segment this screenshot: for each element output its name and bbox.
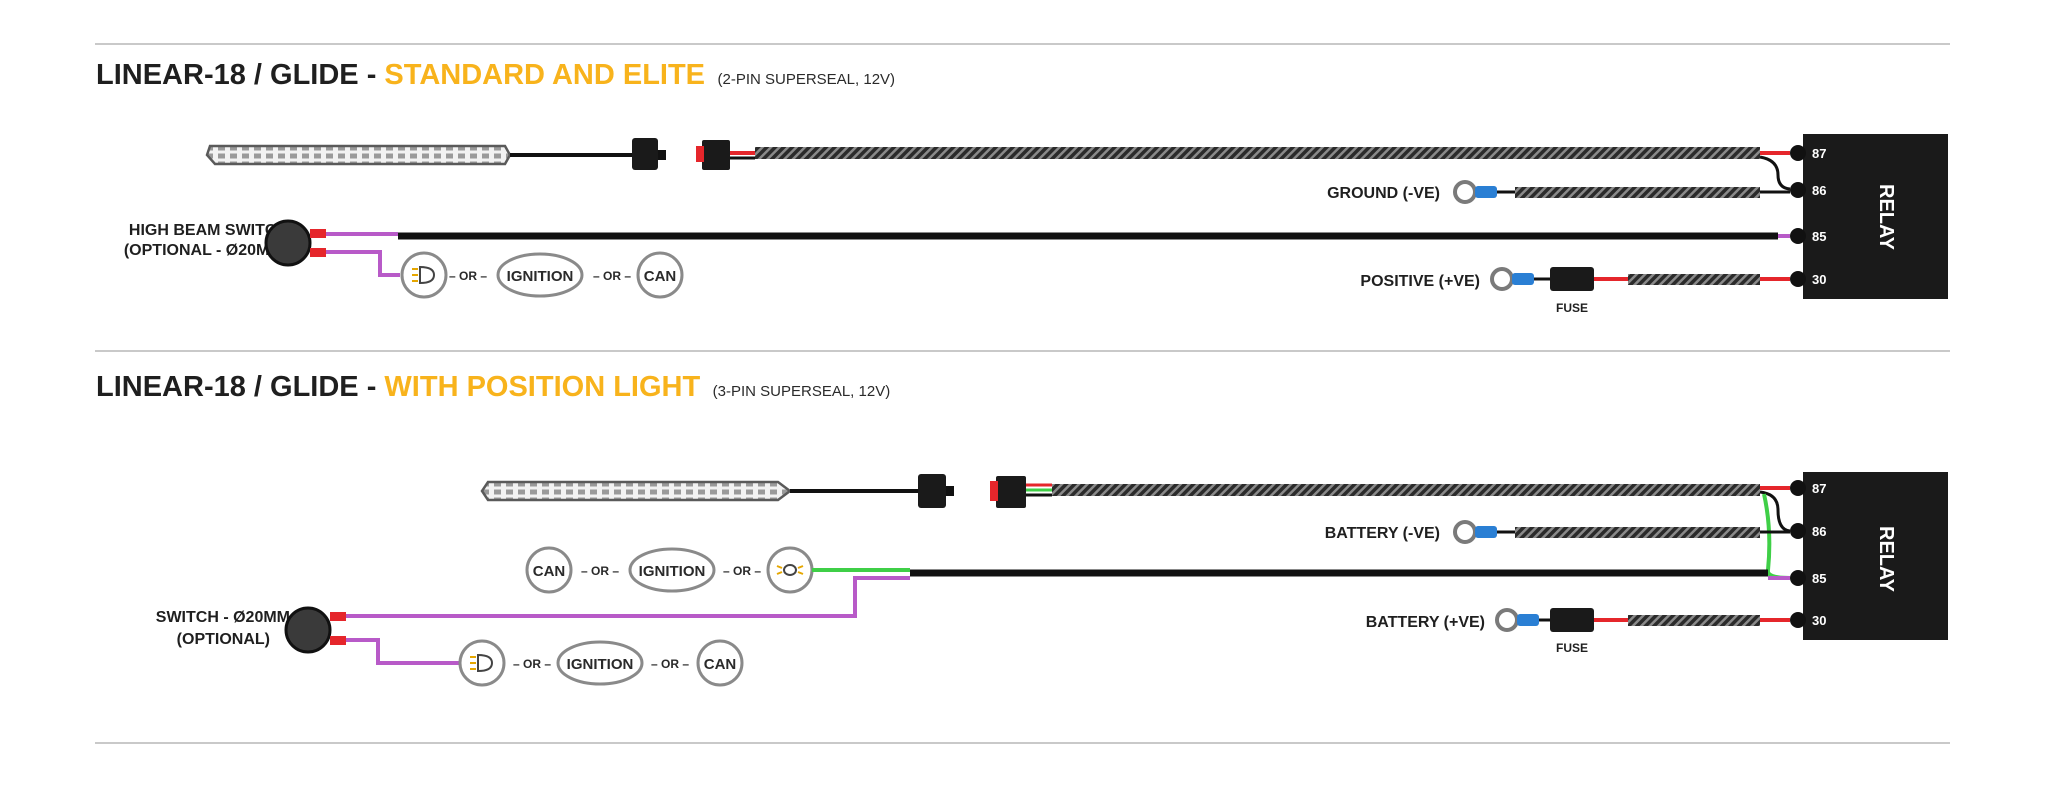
relay-label: RELAY <box>1875 184 1897 251</box>
switch-pin-bottom <box>310 248 326 257</box>
connector-male-tip <box>946 486 954 496</box>
position-light-option <box>766 546 814 594</box>
relay-pin-85 <box>1790 570 1806 586</box>
or-label: – OR – <box>513 657 551 671</box>
headlight-icon <box>470 653 494 673</box>
light-bar-icon <box>205 144 512 166</box>
can-option <box>696 639 744 687</box>
or-label: – OR – <box>651 657 689 671</box>
relay-pin-87 <box>1790 480 1806 496</box>
relay-label: RELAY <box>1875 526 1897 593</box>
relay-box <box>1803 134 1948 299</box>
connector-female-icon <box>702 140 730 170</box>
ring-terminal-icon <box>1490 267 1514 291</box>
connector-seal <box>696 146 704 162</box>
switch-label-line2: (OPTIONAL) <box>177 631 270 648</box>
relay-pin-30 <box>1790 612 1806 628</box>
wire-to-86 <box>1759 155 1791 191</box>
ignition-option-label: IGNITION <box>639 563 706 580</box>
positive-harness <box>1628 274 1760 285</box>
switch-label-line1: HIGH BEAM SWITCH <box>129 222 288 239</box>
can-option-label: CAN <box>704 656 737 673</box>
or-label: – OR – <box>581 564 619 578</box>
switch-button-icon <box>264 219 312 267</box>
battery-negative-label: BATTERY (-VE) <box>1325 525 1440 542</box>
switch-purple-wire-bottom <box>326 250 400 277</box>
wire-to-86 <box>1759 490 1791 533</box>
fuse-label: FUSE <box>1556 301 1588 315</box>
switch-purple-wire-top <box>346 576 910 618</box>
ground-label: GROUND (-VE) <box>1327 185 1440 202</box>
ignition-option-label: IGNITION <box>507 268 574 285</box>
fuse-holder-icon <box>1550 608 1594 632</box>
headlight-option-icon <box>458 639 506 687</box>
can-option-label: CAN <box>644 268 677 285</box>
connector-male-icon <box>632 138 658 170</box>
headlight-option-icon <box>400 251 448 299</box>
or-label: – OR – <box>593 269 631 283</box>
section-position-light: LINEAR-18 / GLIDE - WITH POSITION LIGHT … <box>96 371 1948 687</box>
relay-pin-85-label: 85 <box>1812 571 1826 586</box>
relay-pin-86 <box>1790 523 1806 539</box>
switch-pin-top <box>310 229 326 238</box>
braided-harness <box>755 147 1760 159</box>
relay-pin-85-label: 85 <box>1812 229 1826 244</box>
switch-pin-bottom <box>330 636 346 645</box>
relay-pin-30-label: 30 <box>1812 272 1826 287</box>
battery-positive-harness <box>1628 615 1760 626</box>
ring-terminal-icon <box>1453 180 1477 204</box>
or-label: – OR – <box>723 564 761 578</box>
braided-harness <box>1052 484 1760 496</box>
relay-pin-87-label: 87 <box>1812 146 1826 161</box>
ignition-option-label: IGNITION <box>567 656 634 673</box>
section-title: LINEAR-18 / GLIDE - WITH POSITION LIGHT … <box>96 371 890 403</box>
switch-button-icon <box>284 606 332 654</box>
battery-positive-label: BATTERY (+VE) <box>1366 614 1485 631</box>
can-option <box>636 251 684 299</box>
ignition-option <box>496 252 584 298</box>
terminal-sleeve <box>1517 614 1539 626</box>
light-bar-icon <box>480 480 793 502</box>
terminal-sleeve <box>1475 186 1497 198</box>
section-standard-elite: LINEAR-18 / GLIDE - STANDARD AND ELITE (… <box>96 59 1948 315</box>
ignition-option <box>628 547 716 593</box>
relay-pin-86-label: 86 <box>1812 524 1826 539</box>
relay-pin-87-label: 87 <box>1812 481 1826 496</box>
positive-label: POSITIVE (+VE) <box>1360 273 1480 290</box>
relay-pin-30-label: 30 <box>1812 613 1826 628</box>
section-title: LINEAR-18 / GLIDE - STANDARD AND ELITE (… <box>96 59 895 91</box>
or-label: – OR – <box>449 269 487 283</box>
relay-pin-30 <box>1790 271 1806 287</box>
relay-pin-87 <box>1790 145 1806 161</box>
can-option <box>525 546 573 594</box>
relay-pin-85 <box>1790 228 1806 244</box>
can-option-label: CAN <box>533 563 566 580</box>
connector-female-icon <box>996 476 1026 508</box>
relay-box <box>1803 472 1948 640</box>
switch-pin-top <box>330 612 346 621</box>
relay-pin-86 <box>1790 182 1806 198</box>
terminal-sleeve <box>1512 273 1534 285</box>
position-light-icon <box>776 564 804 576</box>
fuse-holder-icon <box>1550 267 1594 291</box>
headlight-icon <box>412 265 436 285</box>
battery-negative-harness <box>1515 527 1760 538</box>
terminal-sleeve <box>1475 526 1497 538</box>
connector-male-icon <box>918 474 946 508</box>
ring-terminal-icon <box>1453 520 1477 544</box>
switch-purple-wire-bottom <box>346 638 465 665</box>
ground-harness <box>1515 187 1760 198</box>
ring-terminal-icon <box>1495 608 1519 632</box>
switch-label-line1: SWITCH - Ø20MM <box>156 609 290 626</box>
relay-pin-86-label: 86 <box>1812 183 1826 198</box>
switch-label-line2: (OPTIONAL - Ø20MM) <box>124 242 288 259</box>
fuse-label: FUSE <box>1556 641 1588 655</box>
connector-seal <box>990 481 998 501</box>
ignition-option <box>556 640 644 686</box>
connector-male-tip <box>658 150 666 160</box>
